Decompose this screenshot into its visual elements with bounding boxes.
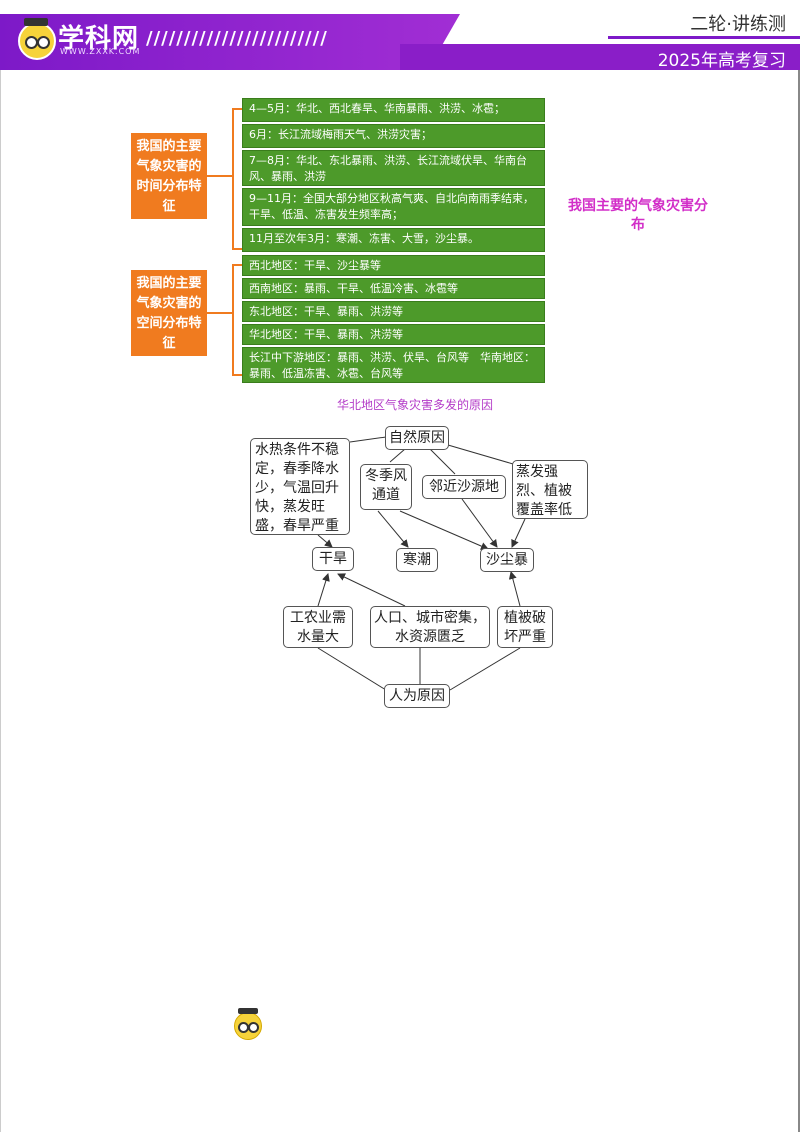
arrow-evap-sandstorm: [511, 518, 526, 548]
node-human-cause: 人为原因: [384, 684, 450, 708]
temporal-bracket: [232, 108, 244, 250]
line-human-water: [317, 647, 387, 691]
node-water-demand: 工农业需水量大: [283, 606, 353, 648]
spatial-bracket: [232, 264, 244, 376]
line-human-veg: [449, 647, 521, 691]
temporal-row-3: 7—8月：华北、东北暴雨、洪涝、长江流域伏旱、华南台风、暴雨、洪涝: [242, 150, 545, 186]
arrow-water-drought: [317, 573, 330, 607]
temporal-row-4: 9—11月：全国大部分地区秋高气爽、自北向南雨季结束，干旱、低温、冻害发生频率高…: [242, 188, 545, 226]
spatial-row-5: 长江中下游地区：暴雨、洪涝、伏旱、台风等 华南地区：暴雨、低温冻害、冰雹、台风等: [242, 347, 545, 383]
arrow-monsoon-sandstorm: [399, 510, 489, 550]
arrow-city-drought: [337, 573, 406, 607]
arrow-veg-sandstorm: [508, 571, 521, 607]
line-natural-climate: [349, 436, 387, 443]
node-coldwave: 寒潮: [396, 548, 438, 572]
spatial-row-1: 西北地区：干旱、沙尘暴等: [242, 255, 545, 276]
node-evaporation: 蒸发强烈、植被覆盖率低: [512, 460, 588, 519]
line-natural-evap: [447, 444, 514, 465]
diagram-title: 华北地区气象灾害多发的原因: [336, 398, 493, 412]
spatial-connector: [207, 312, 232, 314]
temporal-row-5: 11月至次年3月：寒潮、冻害、大雪，沙尘暴。: [242, 228, 545, 252]
arrow-monsoon-coldwave: [377, 510, 409, 548]
spatial-label: 我国的主要气象灾害的空间分布特征: [131, 270, 207, 356]
side-title: 我国主要的气象灾害分布: [568, 198, 708, 233]
arrow-desert-sandstorm: [461, 498, 498, 548]
temporal-row-2: 6月：长江流域梅雨天气、洪涝灾害；: [242, 124, 545, 148]
node-vegetation-damage: 植被破坏严重: [497, 606, 553, 648]
review-subtitle: 2025年高考复习: [657, 51, 786, 71]
node-drought: 干旱: [312, 547, 354, 571]
arrow-climate-drought: [317, 534, 333, 548]
header-divider: [608, 36, 800, 39]
line-natural-monsoon: [389, 448, 406, 463]
spatial-row-4: 华北地区：干旱、暴雨、洪涝等: [242, 324, 545, 345]
series-title: 二轮·讲练测: [690, 14, 786, 35]
spatial-row-2: 西南地区：暴雨、干旱、低温冷害、冰雹等: [242, 278, 545, 299]
logo-url: WWW.ZXXK.COM: [60, 47, 141, 56]
node-winter-monsoon: 冬季风通道: [360, 464, 412, 510]
mascot-icon: [234, 1008, 262, 1040]
logo-mascot-icon: [18, 18, 56, 60]
line-natural-desert: [429, 448, 456, 475]
page-border-left: [0, 70, 1, 1132]
temporal-connector: [207, 175, 232, 177]
spatial-row-3: 东北地区：干旱、暴雨、洪涝等: [242, 301, 545, 322]
temporal-row-1: 4—5月：华北、西北春旱、华南暴雨、洪涝、冰雹；: [242, 98, 545, 122]
node-city-density: 人口、城市密集，水资源匮乏: [370, 606, 490, 648]
node-climate-conditions: 水热条件不稳定，春季降水少，气温回升快，蒸发旺盛，春旱严重: [250, 438, 350, 535]
temporal-label: 我国的主要气象灾害的时间分布特征: [131, 133, 207, 219]
header-subtitle-bar: [400, 44, 800, 70]
header-slashes: ////////////////////////: [146, 28, 328, 49]
page-border-right: [798, 70, 800, 1132]
node-sandstorm: 沙尘暴: [480, 548, 534, 572]
node-natural-cause: 自然原因: [385, 426, 449, 450]
logo-text: 学科网: [58, 24, 140, 54]
header-banner: [0, 14, 460, 70]
node-near-desert: 邻近沙源地: [422, 475, 506, 499]
